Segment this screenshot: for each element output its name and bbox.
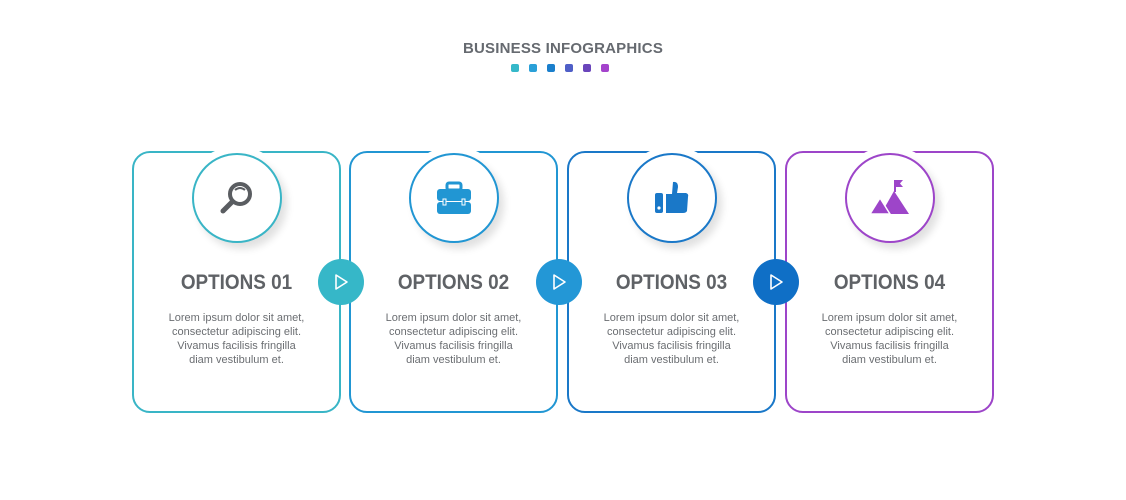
dot-6 [601, 64, 609, 72]
dot-1 [511, 64, 519, 72]
color-dots [511, 64, 609, 72]
play-arrow-icon [335, 274, 348, 290]
option-card-1: OPTIONS 01 Lorem ipsum dolor sit amet, c… [132, 146, 341, 413]
option-title: OPTIONS 01 [180, 271, 293, 294]
play-arrow-icon [770, 274, 783, 290]
dot-5 [583, 64, 591, 72]
option-description: Lorem ipsum dolor sit amet, consectetur … [821, 312, 958, 366]
option-card-4: OPTIONS 04 Lorem ipsum dolor sit amet, c… [785, 146, 994, 413]
option-title: OPTIONS 04 [833, 271, 946, 294]
option-description: Lorem ipsum dolor sit amet, consectetur … [168, 312, 305, 366]
thumbs-up-icon [654, 181, 688, 213]
play-arrow-icon [553, 274, 566, 290]
dot-4 [565, 64, 573, 72]
briefcase-icon [436, 181, 471, 214]
mountain-flag-icon [868, 180, 909, 215]
option-description: Lorem ipsum dolor sit amet, consectetur … [385, 312, 522, 366]
option-title: OPTIONS 02 [397, 271, 510, 294]
dot-2 [529, 64, 537, 72]
next-arrow-button-1[interactable] [318, 259, 364, 305]
next-arrow-button-2[interactable] [536, 259, 582, 305]
search-icon [220, 182, 252, 214]
option-card-3: OPTIONS 03 Lorem ipsum dolor sit amet, c… [567, 146, 776, 413]
dot-3 [547, 64, 555, 72]
option-description: Lorem ipsum dolor sit amet, consectetur … [603, 312, 740, 366]
option-card-2: OPTIONS 02 Lorem ipsum dolor sit amet, c… [349, 146, 558, 413]
next-arrow-button-3[interactable] [753, 259, 799, 305]
infographic-title: BUSINESS INFOGRAPHICS [462, 40, 664, 57]
option-title: OPTIONS 03 [615, 271, 728, 294]
